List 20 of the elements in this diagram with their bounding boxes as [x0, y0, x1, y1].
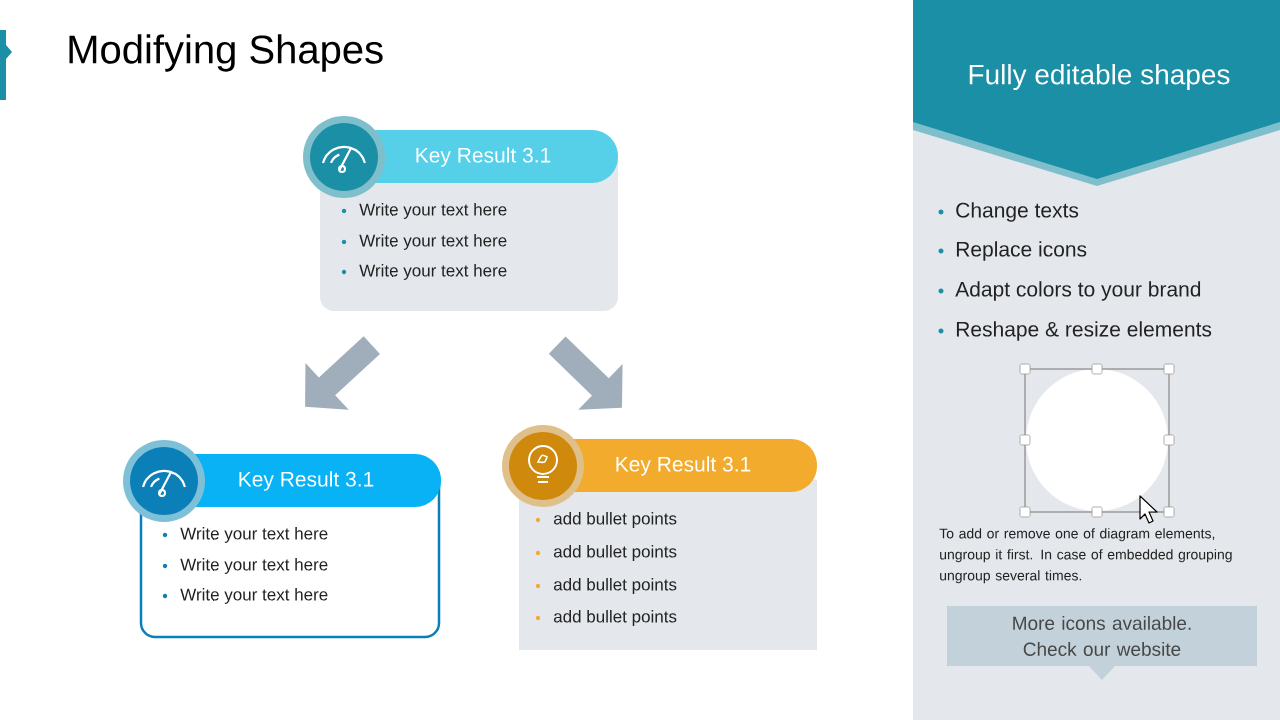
bullet-item: Write your text here: [162, 588, 328, 604]
bullet-item: add bullet points: [535, 610, 677, 626]
bullet-item: Write your text here: [341, 234, 507, 250]
bullet-item: add bullet points: [535, 512, 677, 528]
bullet-item: Adapt colors to your brand: [938, 281, 1201, 301]
bullet-item: Write your text here: [162, 558, 328, 574]
arrow: [305, 336, 380, 410]
arrow: [548, 336, 623, 410]
bullet-item: Write your text here: [162, 527, 328, 543]
bullet-item: add bullet points: [535, 545, 677, 561]
callout-box: More icons available. Check our website: [947, 606, 1257, 680]
bullet-item: Write your text here: [341, 203, 507, 219]
note-text: To add or remove one of diagram elements, ungroup it first. In case of embedded grouping ungroup several times.: [939, 528, 1232, 584]
bullet-item: add bullet points: [535, 578, 677, 594]
title: Modifying Shapes: [69, 34, 383, 72]
bullet-item: Change texts: [938, 202, 1079, 222]
bullet-item: Write your text here: [341, 264, 507, 280]
bullet-item: Reshape & resize elements: [938, 321, 1212, 341]
banner: Fully editable shapes: [913, 0, 1280, 186]
bullet-item: Replace icons: [938, 241, 1087, 261]
